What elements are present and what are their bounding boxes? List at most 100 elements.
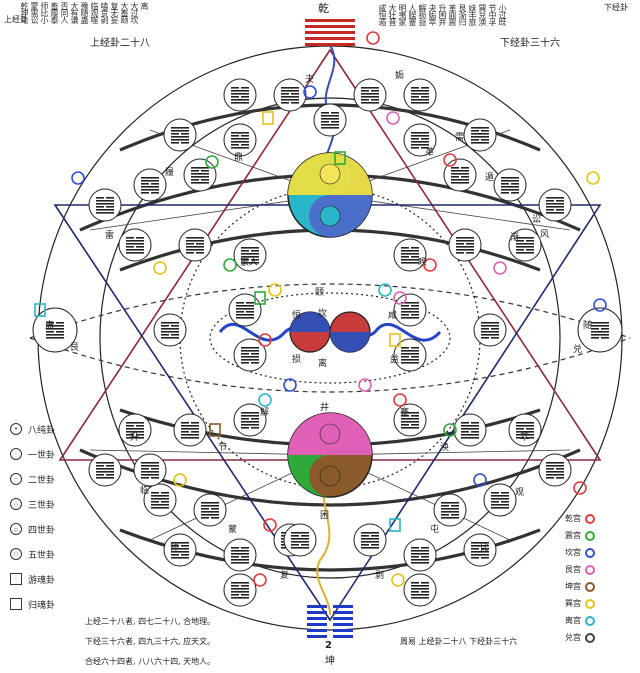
hexagram-node <box>228 293 262 327</box>
lower-canon-label: 下经卦三十六 <box>500 38 560 49</box>
hexagram-node <box>88 453 122 487</box>
circle-marker-icon <box>443 423 457 437</box>
palace-item: 乾宫 <box>565 510 595 527</box>
hexagram-node <box>508 228 542 262</box>
right-column-0: 咸恒遁 <box>378 4 387 25</box>
hexagram-label-huan: 涣 <box>440 443 450 453</box>
circle-marker-icon <box>423 258 437 272</box>
hexagram-label-ge: 革 <box>425 148 435 158</box>
hexagram-node <box>283 523 317 557</box>
right-column-2: 明夷家 <box>398 4 407 25</box>
hexagram-node <box>163 533 197 567</box>
palace-label: 乾宫 <box>565 514 581 523</box>
hexagram-node <box>483 483 517 517</box>
left-column-4: 否同人 <box>60 2 69 23</box>
hexagram-label-yi: 益 <box>390 355 400 365</box>
hexagram-label-shi: 师 <box>170 543 180 553</box>
hexagram-label-xu: 需 <box>455 133 465 143</box>
legend-item: ∴三世卦 <box>10 495 55 513</box>
hexagram-label-yi2: 颐 <box>315 288 325 298</box>
hexagram-node <box>193 493 227 527</box>
palace-label: 巽宫 <box>565 599 581 608</box>
hexagram-label-jian2: 渐 <box>510 233 520 243</box>
right-column-3: 人睽蹇 <box>408 4 417 25</box>
hexagram-node <box>403 573 437 607</box>
hexagram-label-meng: 蒙 <box>228 525 238 535</box>
hexagram-label-gu: 蛊 <box>45 321 55 331</box>
legend-label: 三世卦 <box>28 500 56 511</box>
hexagram-node <box>223 78 257 112</box>
hexagram-label-bo: 剥 <box>375 571 385 581</box>
legend-label: 一世卦 <box>28 450 56 461</box>
hexagram-label-cui: 萃 <box>520 433 530 443</box>
palace-item: 艮宫 <box>565 561 595 578</box>
right-column-1: 大壮晋 <box>388 4 397 25</box>
hexagram-node <box>178 228 212 262</box>
circle-marker-icon <box>358 378 372 392</box>
hexagram-label-sun: 损 <box>292 355 302 365</box>
hexagram-label-jian: 蹇 <box>400 408 410 418</box>
hexagram-label-ding: 鼎 <box>234 153 244 163</box>
circle-marker-icon <box>391 573 405 587</box>
circle-marker-icon <box>223 258 237 272</box>
palace-label: 艮宫 <box>565 565 581 574</box>
hexagram-node <box>508 413 542 447</box>
circle-marker-icon <box>258 333 272 347</box>
left-column-10: 大畜颐 <box>120 2 129 23</box>
circle-marker-icon <box>153 261 167 275</box>
hexagram-node <box>233 238 267 272</box>
footer-line-2: 下经三十六者, 四九三十六, 应天文。 <box>85 637 216 646</box>
circle-marker-icon <box>386 111 400 125</box>
square-marker-icon <box>389 333 401 347</box>
hexagram-node <box>223 538 257 572</box>
legend-item: 归魂卦 <box>10 595 55 613</box>
hexagram-node <box>233 338 267 372</box>
palace-ring-icon <box>585 564 595 575</box>
hexagram-node <box>118 413 152 447</box>
upper-taiji <box>287 152 373 238</box>
palace-label: 坎宫 <box>565 548 581 557</box>
hexagram-node <box>183 158 217 192</box>
hexagram-node <box>133 453 167 487</box>
left-column-0: 乾坤屯 <box>20 2 29 23</box>
legend-item: ·游魂卦 <box>10 570 55 588</box>
right-column-12: 小过既 <box>498 4 507 25</box>
palace-item: 震宫 <box>565 527 595 544</box>
hexagram-label-kui: 睽 <box>418 258 428 268</box>
hexagram-node <box>163 118 197 152</box>
hexagram-label-sheng: 升 <box>130 433 140 443</box>
hexagram-node <box>353 78 387 112</box>
upper-canon-label: 上经卦二十八 <box>90 38 150 49</box>
palace-ring-icon <box>585 530 595 541</box>
mid-band-lower <box>29 337 631 393</box>
palace-label: 坤宫 <box>565 582 581 591</box>
hexagram-node <box>448 228 482 262</box>
hexagram-label-dun: 遁 <box>485 173 495 183</box>
hexagram-node <box>538 453 572 487</box>
hexagram-label-lei: 雷 <box>105 231 115 241</box>
hexagram-label-guan: 观 <box>515 488 525 498</box>
hexagram-node <box>538 188 572 222</box>
left-column-8: 嗑贲剥 <box>100 2 109 23</box>
mid-band-upper <box>29 283 631 339</box>
right-column-8: 艮渐归 <box>458 4 467 25</box>
circle-marker-icon <box>378 283 392 297</box>
hexagram-label-guai: 夬 <box>305 75 315 85</box>
right-column-7: 革鼎震 <box>448 4 457 25</box>
left-column-9: 复无妄 <box>110 2 119 23</box>
right-column-10: 巽兑涣 <box>478 4 487 25</box>
palace-ring-icon <box>585 598 595 609</box>
palace-item: 坤宫 <box>565 578 595 595</box>
legend-label: 归魂卦 <box>28 600 56 611</box>
hexagram-label-xian: 咸 <box>388 311 398 321</box>
kun-trigram <box>307 605 353 638</box>
hexagram-label-jie2: 解 <box>260 408 270 418</box>
palace-ring-icon <box>585 615 595 626</box>
hexagram-label-song: 讼 <box>532 215 542 225</box>
hexagram-node <box>433 493 467 527</box>
hexagram-label-lin: 临 <box>140 486 150 496</box>
hexagram-node <box>353 523 387 557</box>
circle-icon: ·· <box>10 473 22 485</box>
circle-marker-icon <box>586 171 600 185</box>
legend-item: ⁙五世卦 <box>10 545 55 563</box>
